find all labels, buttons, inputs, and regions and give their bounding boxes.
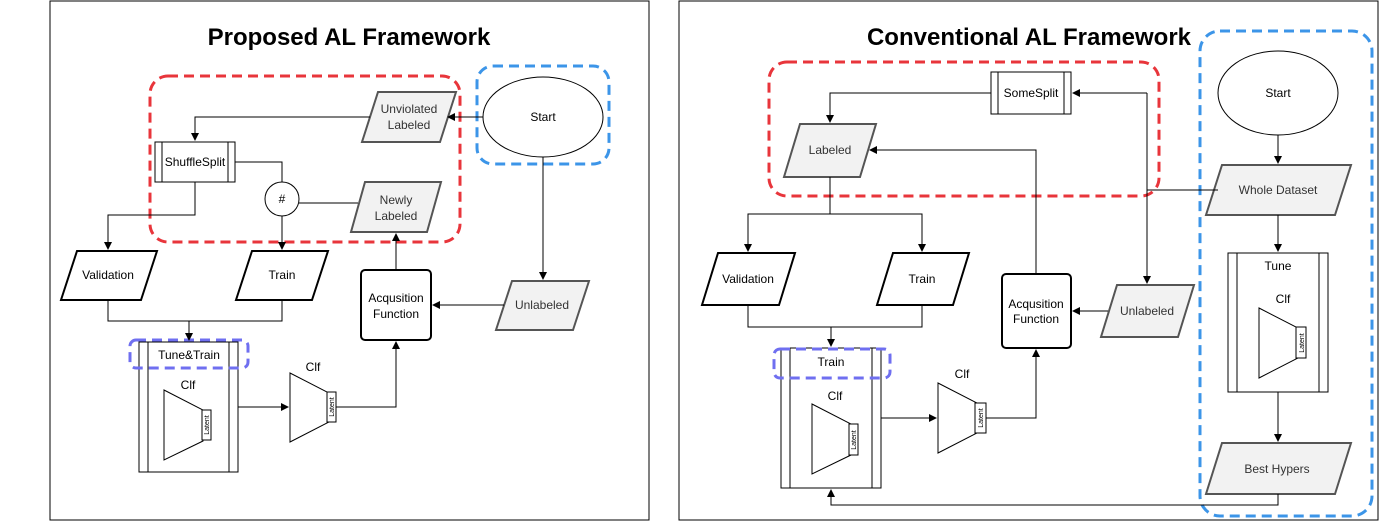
right-validation-label: Validation bbox=[722, 272, 774, 286]
left-latent-inner-label: Latent bbox=[204, 415, 211, 435]
right-clf-outer-label: Clf bbox=[955, 367, 970, 381]
left-edge-merge bbox=[107, 300, 283, 322]
left-shufflesplit-node: ShuffleSplit bbox=[154, 141, 236, 183]
left-validation-label: Validation bbox=[82, 268, 134, 282]
left-acquisition-node: Acqusition Function bbox=[360, 269, 432, 341]
right-red-group bbox=[767, 60, 1161, 198]
left-edge-shufflesplit-validation bbox=[104, 182, 196, 250]
right-start-label: Start bbox=[1265, 86, 1291, 100]
left-edge-clf-acq bbox=[336, 341, 400, 408]
right-train-node: Train bbox=[875, 252, 971, 306]
right-somesplit-label: SomeSplit bbox=[1004, 86, 1059, 100]
right-panel: Conventional AL Framework Start SomeSpli… bbox=[678, 0, 1379, 521]
left-hash-label: # bbox=[279, 192, 286, 206]
left-train-node: Train bbox=[234, 250, 330, 301]
right-clf-inner-label: Clf bbox=[828, 389, 843, 403]
right-purple-group bbox=[772, 347, 892, 380]
right-latent-inner-label: Latent bbox=[851, 430, 858, 450]
right-acquisition-label-1: Acqusition bbox=[1008, 297, 1063, 311]
right-train-box-label: Train bbox=[818, 355, 845, 369]
left-clf-outer-node: Clf Latent bbox=[289, 360, 337, 443]
right-acquisition-node: Acqusition Function bbox=[1001, 273, 1072, 349]
left-unlabeled-label: Unlabeled bbox=[515, 298, 569, 312]
right-labeled-label: Labeled bbox=[809, 143, 852, 157]
left-unviolated-labeled-node: Unviolated Labeled bbox=[360, 91, 458, 143]
left-red-group bbox=[148, 74, 462, 244]
left-shufflesplit-label: ShuffleSplit bbox=[165, 155, 226, 169]
right-title: Conventional AL Framework bbox=[867, 24, 1192, 51]
right-edge-acq-labeled bbox=[869, 146, 1037, 274]
right-blue-group bbox=[1198, 29, 1374, 518]
right-edge-labeled-validation bbox=[744, 177, 831, 252]
right-edge-clf-acq bbox=[986, 349, 1040, 419]
right-somesplit-node: SomeSplit bbox=[990, 71, 1072, 115]
right-labeled-node: Labeled bbox=[782, 123, 878, 178]
left-edge-unviolated-shufflesplit bbox=[191, 116, 370, 141]
left-newly-label-1: Newly bbox=[380, 193, 413, 207]
right-edge-labeled-train bbox=[830, 213, 926, 252]
left-start-node: Start bbox=[482, 76, 604, 158]
left-unviolated-label-2: Labeled bbox=[388, 118, 431, 132]
right-edge-somesplit-labeled bbox=[826, 92, 991, 123]
right-acquisition-label-2: Function bbox=[1013, 312, 1059, 326]
right-best-hypers-label: Best Hypers bbox=[1244, 462, 1309, 476]
left-acquisition-label-1: Acqusition bbox=[368, 291, 423, 305]
right-tune-clf-label: Clf bbox=[1276, 292, 1291, 306]
right-whole-dataset-label: Whole Dataset bbox=[1239, 183, 1318, 197]
left-unviolated-label-1: Unviolated bbox=[381, 102, 438, 116]
right-validation-node: Validation bbox=[700, 252, 797, 306]
right-edge-merge bbox=[747, 305, 923, 328]
right-start-node: Start bbox=[1217, 50, 1339, 136]
left-clf-inner-shape bbox=[163, 389, 204, 461]
right-train-label: Train bbox=[909, 272, 936, 286]
left-edge-shufflesplit-hash bbox=[235, 161, 283, 182]
left-newly-label-2: Labeled bbox=[375, 209, 418, 223]
right-train-box-node: Train Clf Latent bbox=[780, 347, 882, 489]
left-acquisition-label-2: Function bbox=[373, 307, 419, 321]
right-best-hypers-node: Best Hypers bbox=[1204, 442, 1353, 495]
left-panel: Proposed AL Framework Start Unviolated L… bbox=[49, 0, 650, 521]
right-clf-outer-node: Clf Latent bbox=[937, 367, 987, 454]
left-validation-node: Validation bbox=[59, 250, 159, 301]
left-clf-inner-label: Clf bbox=[181, 378, 196, 392]
right-edge-best-train bbox=[827, 489, 1279, 506]
left-unlabeled-node: Unlabeled bbox=[494, 280, 591, 331]
left-train-label: Train bbox=[269, 268, 296, 282]
right-whole-dataset-node: Whole Dataset bbox=[1204, 164, 1353, 216]
left-clf-outer-label: Clf bbox=[306, 360, 321, 374]
right-tune-label: Tune bbox=[1265, 259, 1292, 273]
right-unlabeled-node: Unlabeled bbox=[1099, 284, 1196, 338]
left-hash-node: # bbox=[264, 181, 300, 217]
left-tune-train-node: Tune&Train Clf Latent bbox=[138, 341, 239, 473]
right-tune-node: Tune Clf Latent bbox=[1227, 252, 1329, 393]
right-tune-latent-label: Latent bbox=[1299, 333, 1306, 353]
left-start-label: Start bbox=[530, 110, 556, 124]
left-latent-outer-label: Latent bbox=[329, 397, 336, 417]
right-latent-outer-label: Latent bbox=[978, 408, 985, 428]
left-newly-labeled-node: Newly Labeled bbox=[349, 181, 443, 233]
left-tune-train-label: Tune&Train bbox=[158, 348, 220, 362]
right-unlabeled-label: Unlabeled bbox=[1120, 304, 1174, 318]
left-title: Proposed AL Framework bbox=[208, 24, 491, 51]
